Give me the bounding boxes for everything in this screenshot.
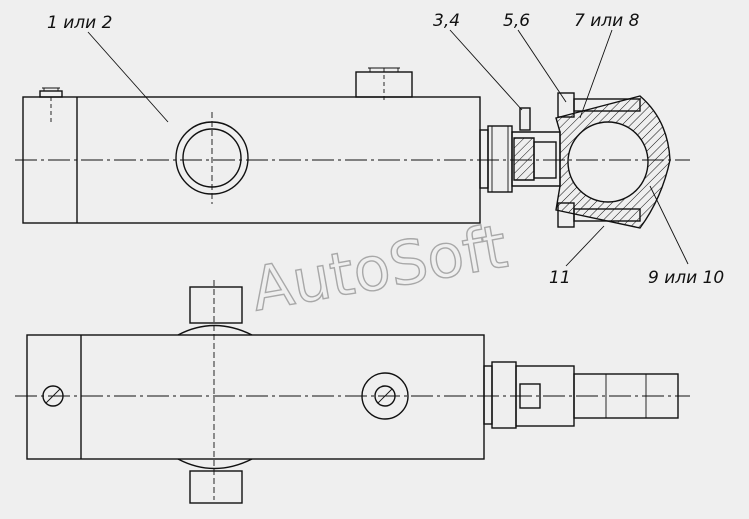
callout-label-3: 5,6	[503, 11, 530, 31]
callout-leader-5	[565, 225, 605, 267]
bolt-lower	[573, 208, 641, 222]
callout-label-1: 1 или 2	[47, 13, 112, 33]
grease-fitting-top-left	[39, 87, 63, 125]
port-boss-top	[355, 67, 413, 100]
callout-label-4: 7 или 8	[574, 11, 640, 31]
callout-label-6: 9 или 10	[648, 268, 724, 288]
clamp-bore	[567, 121, 649, 203]
callout-label-5: 11	[549, 268, 571, 288]
callout-leader-6	[649, 185, 689, 265]
port-boss-lower	[177, 458, 253, 504]
callout-leader-1	[87, 31, 169, 123]
callout-leader-4	[579, 29, 613, 119]
locking-screw	[519, 107, 531, 131]
callout-leader-2	[449, 29, 523, 111]
callout-label-2: 3,4	[433, 11, 460, 31]
callout-leader-3	[517, 29, 567, 103]
side-port-top	[175, 112, 249, 204]
bolt-upper	[573, 98, 641, 112]
top-view	[15, 67, 690, 229]
bottom-view	[15, 280, 690, 504]
rod-eye-assembly-top	[511, 92, 671, 229]
callouts: 1 или 2 3,4 5,6 7 или 8 11 9 или 10	[47, 11, 724, 288]
port-boss-upper	[177, 280, 253, 500]
